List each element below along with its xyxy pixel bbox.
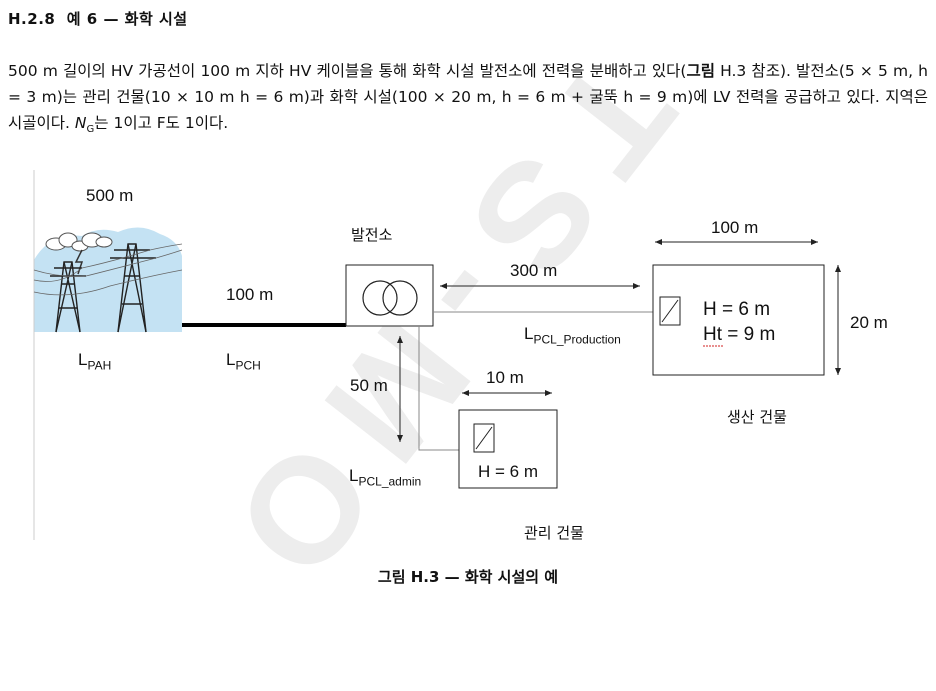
description-paragraph: 500 m 길이의 HV 가공선이 100 m 지하 HV 케이블을 통해 화학… <box>8 58 928 143</box>
substation-label: 발전소 <box>351 226 393 244</box>
cloud-icon <box>45 232 113 252</box>
production-width-label: 100 m <box>711 218 759 237</box>
section-title: 예 6 — 화학 시설 <box>66 10 188 28</box>
lpah-label: LPAH <box>78 350 112 373</box>
overhead-length-label: 500 m <box>86 186 134 205</box>
transformer-coil-right <box>382 280 418 316</box>
sky-background <box>34 227 182 332</box>
section-heading: H.2.8 예 6 — 화학 시설 <box>8 8 188 29</box>
admin-building-label: 관리 건물 <box>524 524 584 542</box>
ng-subscript: G <box>86 124 95 136</box>
overhead-wires <box>33 243 183 296</box>
production-building <box>652 264 825 376</box>
pylon-icon-right <box>110 243 156 333</box>
production-height-label: H = 6 m <box>703 299 771 320</box>
substation-box <box>345 264 434 327</box>
para-text-3: 는 1이고 F도 1이다. <box>94 114 229 132</box>
para-text-2: H.3 참조). 발전소(5 × 5 m, h = 3 m)는 관리 건물(10… <box>8 62 928 132</box>
dist-50-label: 50 m <box>350 376 388 395</box>
underground-length-label: 100 m <box>226 285 274 304</box>
production-depth-label: 20 m <box>850 313 888 332</box>
figure-ref: 그림 <box>686 62 715 80</box>
para-text-1: 500 m 길이의 HV 가공선이 100 m 지하 HV 케이블을 통해 화학… <box>8 62 687 80</box>
lpcl-production-label: LPCL_Production <box>524 324 621 347</box>
dist-300-label: 300 m <box>510 261 558 280</box>
ng-symbol: N <box>74 114 87 132</box>
figure-caption: 그림 H.3 — 화학 시설의 예 <box>377 568 559 586</box>
admin-width-label: 10 m <box>486 368 524 387</box>
lpch-label: LPCH <box>226 350 261 373</box>
figure-diagram <box>33 170 841 540</box>
lpcl-admin-label: LPCL_admin <box>349 466 422 489</box>
admin-height-label: H = 6 m <box>478 462 538 481</box>
production-ht-label: Ht = 9 m <box>703 324 776 345</box>
production-building-label: 생산 건물 <box>727 408 787 426</box>
transformer-coil-left <box>362 280 398 316</box>
lv-line-admin <box>418 326 459 451</box>
section-number: H.2.8 <box>8 10 56 28</box>
